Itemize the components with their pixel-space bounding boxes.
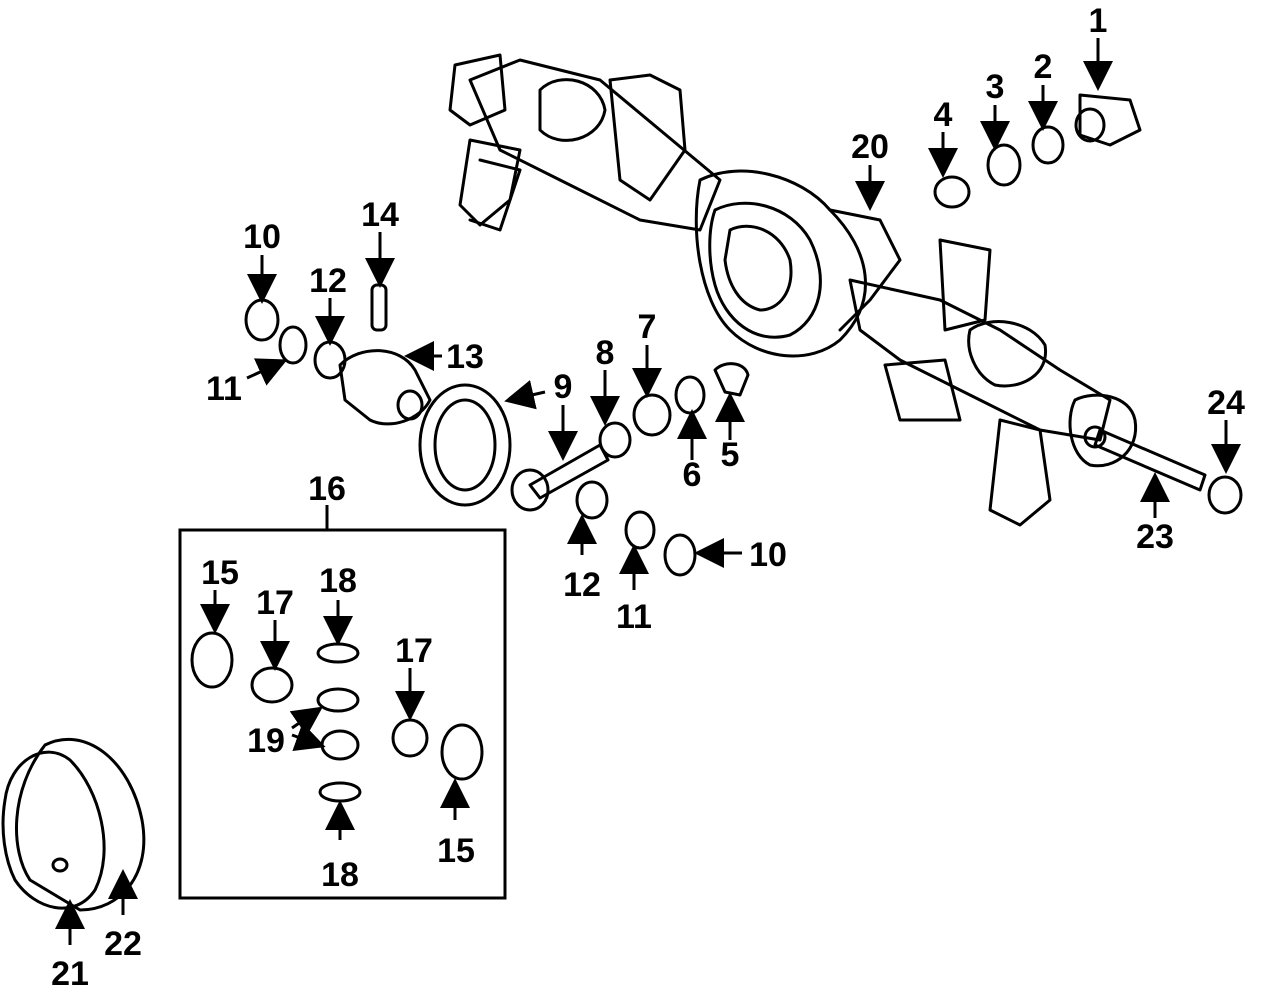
pinion-gear-19a bbox=[316, 687, 360, 713]
shaft-14 bbox=[370, 283, 388, 332]
callout-12a: 12 bbox=[309, 262, 347, 300]
callout-11b: 11 bbox=[616, 598, 652, 636]
callout-13: 13 bbox=[446, 338, 484, 376]
seal-10a bbox=[244, 298, 280, 342]
callout-21: 21 bbox=[51, 955, 89, 993]
callout-19: 19 bbox=[247, 722, 285, 760]
callout-11a: 11 bbox=[206, 370, 242, 408]
callout-24: 24 bbox=[1207, 384, 1245, 422]
kit-box-16 bbox=[178, 528, 507, 900]
callout-9: 9 bbox=[554, 368, 573, 406]
pinion-bearing-3 bbox=[986, 143, 1022, 187]
pinion-seal-2 bbox=[1031, 125, 1065, 165]
leader-lines bbox=[55, 38, 1241, 945]
pinion-gear-19b bbox=[320, 729, 360, 761]
bearing-race-7 bbox=[632, 393, 672, 437]
callout-1: 1 bbox=[1089, 2, 1108, 40]
ring-and-pinion-9 bbox=[418, 383, 610, 512]
bearing-cup-11b bbox=[624, 510, 656, 550]
callout-3: 3 bbox=[986, 68, 1005, 106]
callout-15b: 15 bbox=[437, 832, 475, 870]
thrust-washer-15b bbox=[440, 723, 484, 781]
washer-18a bbox=[316, 642, 360, 664]
callout-17a: 17 bbox=[256, 584, 294, 622]
pinion-yoke bbox=[1074, 93, 1142, 147]
bearing-12b bbox=[575, 480, 609, 520]
callout-16: 16 bbox=[308, 470, 346, 508]
axle-housing bbox=[448, 53, 1138, 527]
side-gear-17b bbox=[391, 718, 429, 758]
axle-shaft bbox=[1083, 425, 1207, 492]
callout-22: 22 bbox=[104, 925, 142, 963]
callout-5: 5 bbox=[721, 436, 740, 474]
callout-15a: 15 bbox=[201, 554, 239, 592]
case-13 bbox=[338, 349, 432, 426]
callout-8: 8 bbox=[596, 334, 615, 372]
callout-10a: 10 bbox=[243, 218, 281, 256]
callout-12b: 12 bbox=[563, 566, 601, 604]
crush-sleeve-5 bbox=[713, 362, 750, 397]
callout-20: 20 bbox=[851, 128, 889, 166]
callout-labels: 1 2 3 4 20 10 14 12 13 11 7 8 9 5 6 24 2… bbox=[51, 2, 1245, 993]
washer-18b bbox=[318, 781, 362, 803]
callout-14: 14 bbox=[361, 196, 399, 234]
callout-7: 7 bbox=[638, 308, 657, 346]
thrust-washer-15a bbox=[190, 631, 234, 689]
callout-4: 4 bbox=[934, 96, 953, 134]
shim-6 bbox=[674, 375, 706, 415]
callout-18b: 18 bbox=[321, 856, 359, 894]
side-gear-17a bbox=[250, 666, 294, 704]
callout-10b: 10 bbox=[749, 536, 787, 574]
callout-6: 6 bbox=[683, 456, 702, 494]
callout-18a: 18 bbox=[319, 562, 357, 600]
axle-seal-24 bbox=[1207, 475, 1243, 515]
callout-2: 2 bbox=[1034, 48, 1053, 86]
bearing-race-4 bbox=[933, 175, 971, 209]
seal-10b bbox=[663, 533, 697, 577]
bearing-cup-11a bbox=[278, 325, 308, 365]
callout-23: 23 bbox=[1136, 518, 1174, 556]
callout-17b: 17 bbox=[395, 632, 433, 670]
